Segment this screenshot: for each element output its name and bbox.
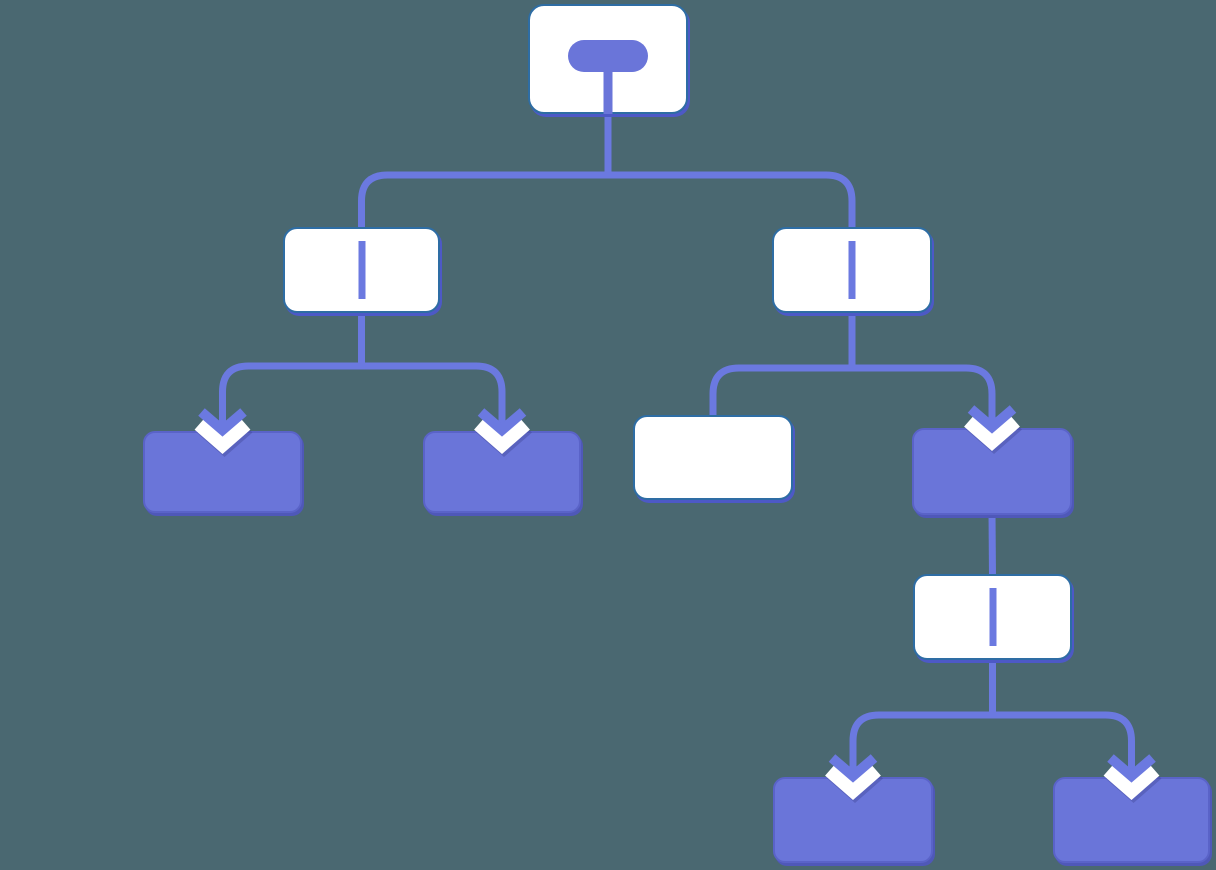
divider-bar-icon	[989, 588, 996, 646]
node-leaf-bottom-2[interactable]	[1053, 777, 1210, 863]
node-leaf-left-1[interactable]	[143, 431, 302, 513]
node-action-right[interactable]	[912, 428, 1072, 515]
root-stem	[603, 64, 613, 114]
pill-root-icon	[568, 40, 648, 72]
node-branch-bottom[interactable]	[913, 574, 1072, 660]
node-child-plain[interactable]	[633, 415, 793, 500]
node-branch-right[interactable]	[772, 227, 932, 313]
divider-bar-icon	[848, 241, 856, 299]
node-branch-left[interactable]	[283, 227, 440, 313]
node-root[interactable]	[528, 4, 688, 114]
node-leaf-left-2[interactable]	[423, 431, 581, 513]
node-leaf-bottom-1[interactable]	[773, 777, 933, 863]
divider-bar-icon	[358, 241, 365, 299]
